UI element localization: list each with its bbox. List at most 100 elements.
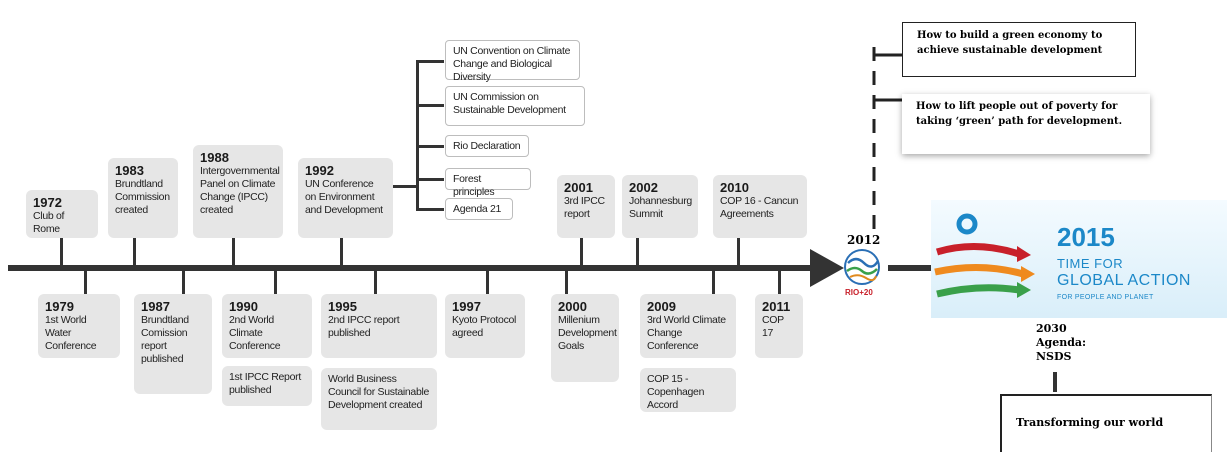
event-2000: 2000 Millenium Development Goals bbox=[551, 294, 619, 382]
event-year: 2001 bbox=[564, 180, 593, 195]
event-year: 1983 bbox=[115, 163, 144, 178]
event-year: 1988 bbox=[200, 150, 229, 165]
event-text: Millenium Development Goals bbox=[558, 314, 617, 352]
branch-arm bbox=[416, 145, 444, 148]
branch-item: Rio Declaration bbox=[445, 135, 529, 157]
rio-logo-text: RIO+20 bbox=[845, 288, 873, 297]
rio20-logo-icon bbox=[844, 249, 880, 285]
agenda-connector bbox=[1053, 372, 1057, 392]
branch-item: UN Convention on Climate Change and Biol… bbox=[445, 40, 580, 83]
event-text: 2nd IPCC report published bbox=[328, 314, 400, 339]
event-1979: 1979 1st World Water Conference bbox=[38, 294, 120, 358]
event-text: 1st World Water Conference bbox=[45, 314, 97, 352]
event-1990: 1990 2nd World Climate Conference bbox=[222, 294, 312, 358]
agenda-line1: 2030 bbox=[1036, 322, 1067, 335]
rio-connector bbox=[872, 47, 904, 233]
timeline-arrowhead bbox=[810, 249, 844, 287]
event-text: UN Conference on Environment and Develop… bbox=[305, 178, 383, 216]
tick-1997 bbox=[486, 270, 489, 294]
event-year: 2010 bbox=[720, 180, 749, 195]
rio-year: 2012 bbox=[847, 233, 881, 247]
event-1972: 1972 Club of Rome bbox=[26, 190, 98, 238]
event-1997: 1997 Kyoto Protocol agreed bbox=[445, 294, 525, 358]
event-text: Brundtland Comission report published bbox=[141, 314, 189, 365]
branch-item: Forest principles bbox=[445, 168, 531, 198]
branch-arm bbox=[416, 104, 444, 107]
rio-question: How to lift people out of poverty for ta… bbox=[902, 94, 1150, 154]
event-text: Intergovernmental Panel on Climate Chang… bbox=[200, 165, 280, 216]
event-year: 2011 bbox=[762, 299, 791, 314]
event-1995-extra: World Business Council for Sustainable D… bbox=[321, 368, 437, 430]
branch-item: Agenda 21 bbox=[445, 198, 513, 220]
branch-stem bbox=[393, 185, 418, 188]
transforming-box: Transforming our world bbox=[1000, 394, 1212, 452]
banner-2015: 2015 TIME FOR GLOBAL ACTION FOR PEOPLE A… bbox=[931, 200, 1227, 318]
event-text: 3rd IPCC report bbox=[564, 195, 605, 220]
event-year: 1987 bbox=[141, 299, 170, 314]
tick-1988 bbox=[232, 238, 235, 266]
event-year: 2000 bbox=[558, 299, 587, 314]
tick-2000 bbox=[565, 270, 568, 294]
event-text: World Business Council for Sustainable D… bbox=[328, 373, 430, 411]
event-text: 3rd World Climate Change Conference bbox=[647, 314, 726, 352]
branch-arm bbox=[416, 208, 444, 211]
event-text: Club of Rome bbox=[33, 210, 65, 235]
timeline-axis bbox=[8, 265, 813, 271]
tick-1995 bbox=[374, 270, 377, 294]
tick-1972 bbox=[60, 238, 63, 266]
tick-1990 bbox=[274, 270, 277, 294]
event-2001: 2001 3rd IPCC report bbox=[557, 175, 615, 238]
event-year: 1995 bbox=[328, 299, 357, 314]
tick-1979 bbox=[84, 270, 87, 294]
event-year: 2002 bbox=[629, 180, 658, 195]
banner-arrows-icon bbox=[934, 213, 1035, 298]
tick-1987 bbox=[182, 270, 185, 294]
event-2002: 2002 Johannesburg Summit bbox=[622, 175, 698, 238]
event-1992: 1992 UN Conference on Environment and De… bbox=[298, 158, 393, 238]
tick-2011 bbox=[778, 270, 781, 294]
event-text: Brundtland Commission created bbox=[115, 178, 170, 216]
agenda-line2: Agenda: bbox=[1036, 336, 1087, 349]
tick-2002 bbox=[636, 238, 639, 266]
branch-arm bbox=[416, 60, 444, 63]
event-text: Kyoto Protocol agreed bbox=[452, 314, 517, 339]
event-1983: 1983 Brundtland Commission created bbox=[108, 158, 178, 238]
event-2009: 2009 3rd World Climate Change Conference bbox=[640, 294, 736, 358]
tick-2010 bbox=[737, 238, 740, 266]
branch-arm bbox=[416, 178, 444, 181]
event-year: 1979 bbox=[45, 299, 74, 314]
transforming-text: Transforming our world bbox=[1016, 416, 1164, 429]
banner-line1: TIME FOR bbox=[1057, 256, 1124, 271]
event-text: COP 16 - Cancun Agreements bbox=[720, 195, 799, 220]
event-1990-extra: 1st IPCC Report published bbox=[222, 366, 312, 406]
event-year: 1997 bbox=[452, 299, 481, 314]
branch-spine bbox=[416, 60, 419, 210]
event-1995: 1995 2nd IPCC report published bbox=[321, 294, 437, 358]
event-2011: 2011 COP 17 bbox=[755, 294, 803, 358]
event-year: 1992 bbox=[305, 163, 334, 178]
event-text: COP 17 bbox=[762, 314, 784, 339]
timeline-axis-extension bbox=[888, 265, 932, 271]
banner-year: 2015 bbox=[1057, 222, 1115, 252]
event-year: 1972 bbox=[33, 195, 62, 210]
event-2010: 2010 COP 16 - Cancun Agreements bbox=[713, 175, 807, 238]
event-text: 2nd World Climate Conference bbox=[229, 314, 281, 352]
event-text: COP 15 - Copenhagen Accord bbox=[647, 373, 705, 411]
event-2009-extra: COP 15 - Copenhagen Accord bbox=[640, 368, 736, 412]
event-year: 2009 bbox=[647, 299, 676, 314]
branch-item: UN Commission on Sustainable Development bbox=[445, 86, 585, 126]
event-year: 1990 bbox=[229, 299, 258, 314]
event-text: 1st IPCC Report published bbox=[229, 371, 301, 396]
banner-line2: GLOBAL ACTION bbox=[1057, 272, 1191, 289]
event-text: Johannesburg Summit bbox=[629, 195, 692, 220]
tick-2009 bbox=[712, 270, 715, 294]
rio-question: How to build a green economy to achieve … bbox=[902, 22, 1136, 77]
banner-line3: FOR PEOPLE AND PLANET bbox=[1057, 294, 1154, 301]
tick-1992 bbox=[340, 238, 343, 266]
event-1988: 1988 Intergovernmental Panel on Climate … bbox=[193, 145, 283, 238]
agenda-line3: NSDS bbox=[1036, 350, 1072, 363]
tick-1983 bbox=[133, 238, 136, 266]
tick-2001 bbox=[580, 238, 583, 266]
agenda-label: 2030 Agenda: NSDS bbox=[1036, 322, 1086, 364]
event-1987: 1987 Brundtland Comission report publish… bbox=[134, 294, 212, 394]
